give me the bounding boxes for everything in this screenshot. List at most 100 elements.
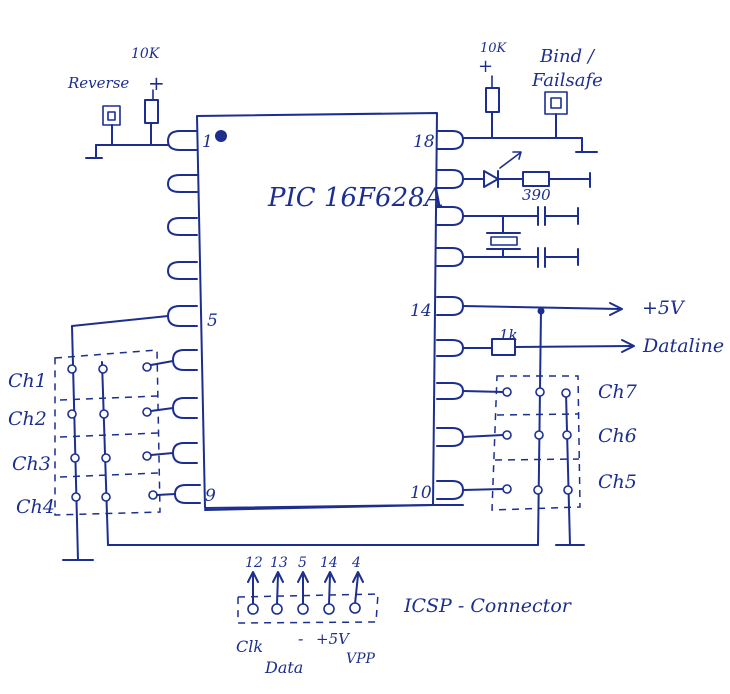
left-header-outline (54, 349, 161, 516)
ch5-signal-wire (462, 488, 504, 491)
oscillator-circuit (462, 206, 579, 268)
dataline-label: Dataline (642, 335, 724, 357)
reverse-label: Reverse (67, 74, 129, 92)
left-pin-9 (174, 484, 201, 504)
led-resistor (522, 171, 550, 187)
pin-1-label: 1 (202, 132, 213, 152)
ch5-pin-sig (502, 484, 512, 494)
right-pin-11 (436, 427, 464, 447)
icsp-pin-4 (323, 603, 335, 615)
left-ground-rail (71, 325, 79, 561)
vcc-drop-line (537, 310, 542, 546)
bind-switch-body (544, 91, 568, 115)
ch4-pin-gnd (71, 492, 81, 502)
led-res-value: 390 (522, 186, 551, 204)
right-pin-12 (436, 382, 464, 400)
icsp-pin-3 (297, 603, 309, 615)
bind-plus-label: + (478, 56, 493, 77)
icsp-pin-5 (349, 602, 361, 614)
icsp-pin-num-5: 4 (351, 555, 361, 571)
led-circuit: 390 (462, 151, 591, 204)
right-pin-15 (436, 247, 464, 267)
bind-circuit: 10K + Bind / Failsafe (462, 41, 603, 153)
right-header-divider-1 (496, 413, 579, 416)
reverse-res-value: 10K (131, 46, 161, 62)
icsp-arrow-1-icon (247, 571, 259, 583)
ch7-signal-wire (462, 390, 504, 393)
left-pin-8 (172, 442, 198, 464)
ch3-signal-wire (150, 452, 174, 456)
pin-14-label: 14 (410, 301, 432, 321)
icsp-header-outline (237, 593, 379, 624)
icsp-arrow-2-icon (272, 571, 284, 583)
ch7-pin-sig (502, 387, 512, 397)
ch4-signal-wire (156, 493, 176, 496)
right-header-divider-2 (494, 458, 580, 461)
icsp-title: ICSP - Connector (403, 595, 573, 617)
reverse-circuit: Reverse 10K + (67, 46, 169, 159)
ch6-pin-vcc (534, 430, 544, 440)
reverse-switch-body (102, 105, 121, 126)
dataline-wire-out (514, 345, 633, 348)
vcc-arrow-icon (609, 302, 623, 316)
icsp-lead-5 (354, 574, 359, 605)
ch7-pin-gnd (561, 388, 571, 398)
ch2-pin-gnd (67, 409, 77, 419)
right-header-outline (491, 375, 581, 511)
icsp-connector: 12 13 5 14 4 ICSP - Connector Clk Data -… (236, 555, 573, 677)
ch1-pin-gnd (67, 364, 77, 374)
icsp-vpp-label: VPP (346, 651, 376, 667)
pin-9-label: 9 (205, 486, 216, 506)
ch1-pin-vcc (98, 364, 108, 374)
icsp-arrow-4-icon (324, 571, 336, 583)
left-pin-1 (167, 130, 198, 151)
ch6-pin-sig (502, 430, 512, 440)
channel-label-ch2: Ch2 (8, 408, 47, 430)
chip-body (196, 112, 438, 509)
dataline-arrow-icon (621, 339, 635, 353)
vcc-label: +5V (642, 297, 686, 319)
icsp-pin-num-1: 12 (245, 555, 263, 571)
pin5-to-rail (71, 315, 169, 327)
icsp-arrow-3-icon (297, 571, 309, 583)
ch1-signal-wire (150, 360, 174, 366)
left-header-divider-3 (59, 472, 159, 478)
ch5-pin-vcc (533, 485, 543, 495)
right-pin-13 (436, 339, 464, 357)
channel-label-ch7: Ch7 (598, 381, 638, 403)
ch4-pin-vcc (101, 492, 111, 502)
ch6-signal-wire (462, 434, 504, 438)
channel-label-ch3: Ch3 (12, 453, 51, 475)
icsp-lead-2 (276, 574, 279, 605)
ch3-pin-sig (142, 451, 152, 461)
left-pin-4 (167, 261, 198, 280)
led-diode-icon (483, 170, 499, 188)
right-pin-10 (436, 480, 464, 500)
right-ground-rail (565, 392, 571, 546)
ch2-pin-sig (142, 407, 152, 417)
ch6-pin-gnd (562, 430, 572, 440)
pin-5-label: 5 (207, 311, 218, 331)
power-rail: +5V (462, 297, 686, 546)
icsp-lead-4 (328, 574, 331, 605)
dataline-res-value: 1k (499, 326, 518, 344)
right-connectors: Ch7 Ch6 Ch5 (462, 375, 638, 546)
reverse-switch-button (107, 111, 116, 121)
bind-label-line2: Failsafe (531, 70, 603, 91)
pic-chip: PIC 16F628A 1 18 5 14 9 10 (196, 112, 443, 509)
bind-label-line1: Bind / (539, 46, 596, 67)
channel-label-ch6: Ch6 (598, 425, 637, 447)
bind-res-value: 10K (480, 41, 508, 56)
left-pins (167, 130, 201, 504)
ch2-signal-wire (150, 407, 174, 412)
channel-label-ch1: Ch1 (8, 370, 47, 392)
bind-pullup-resistor (485, 87, 500, 113)
reverse-pullup-resistor (144, 99, 159, 124)
channel-label-ch5: Ch5 (598, 471, 637, 493)
left-pin-3 (167, 217, 198, 236)
icsp-arrow-5-icon (352, 571, 364, 583)
led-arrow-head-icon (512, 151, 522, 160)
ch5-pin-gnd (563, 485, 573, 495)
pin-18-label: 18 (413, 132, 435, 152)
